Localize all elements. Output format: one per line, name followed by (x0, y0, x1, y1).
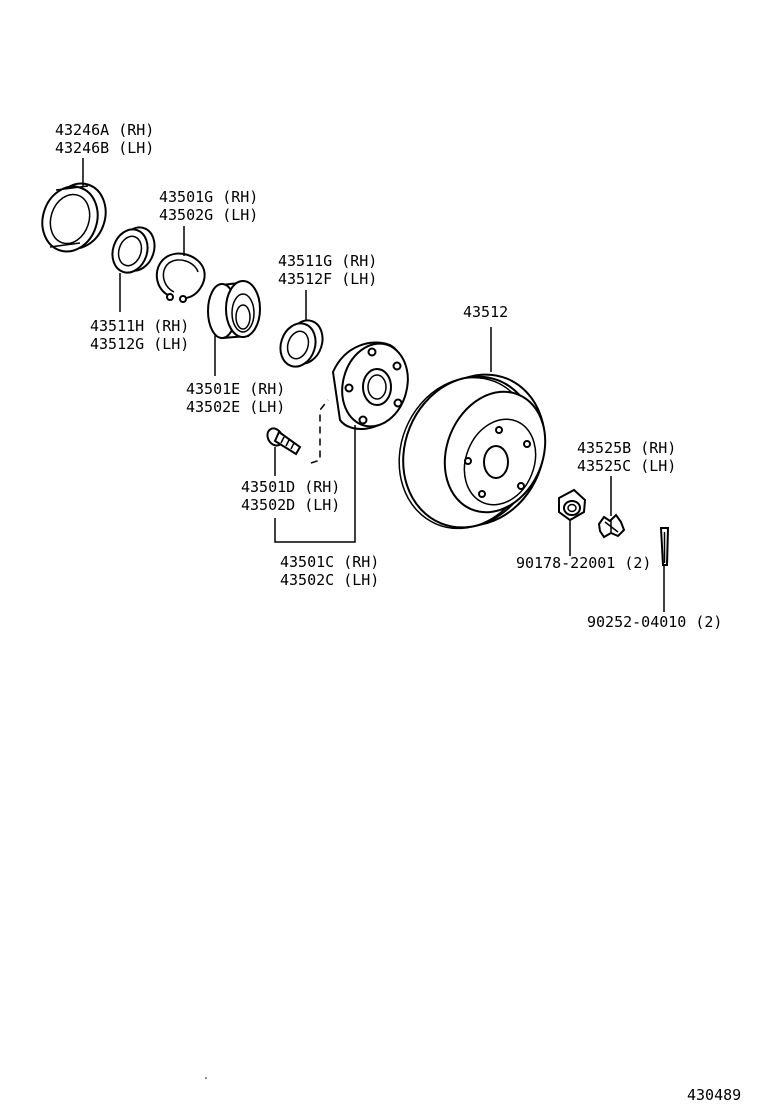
callout-hub-assy: 43501C (RH)43502C (LH) (280, 553, 380, 589)
callout-bearing: 43501E (RH)43502E (LH) (186, 380, 286, 416)
cotter-pin[interactable] (659, 527, 670, 566)
hub-bolt[interactable] (264, 426, 302, 456)
outer-oil-seal[interactable] (34, 176, 114, 258)
hub-bolt-alignment (310, 399, 329, 464)
snap-ring[interactable] (155, 252, 206, 303)
callout-hub-bolt: 43501D (RH)43502D (LH) (241, 478, 341, 514)
callout-inner-seal: 43511H (RH)43512G (LH) (90, 317, 190, 353)
callout-cotter-pin: 90252-04010 (2) (587, 613, 723, 631)
hub-bearing[interactable] (207, 280, 261, 340)
hub-seal-ring[interactable] (275, 316, 328, 371)
nut-lock-cap[interactable] (597, 513, 626, 539)
inner-seal-ring[interactable] (107, 223, 160, 277)
axle-hub[interactable] (331, 336, 417, 434)
callout-hub-seal: 43511G (RH)43512F (LH) (278, 252, 378, 288)
callout-nut: 90178-22001 (2) (516, 554, 652, 572)
callout-disc: 43512 (463, 303, 509, 321)
callout-nut-cap: 43525B (RH)43525C (LH) (577, 439, 677, 475)
callout-outer-seal: 43246A (RH)43246B (LH) (55, 121, 155, 157)
brake-disc[interactable] (377, 354, 567, 548)
hub-nut[interactable] (558, 488, 587, 522)
callout-snap-ring: 43501G (RH)43502G (LH) (159, 188, 259, 224)
diagram-number: 430489 (687, 1086, 742, 1104)
leader-hub-assy (274, 425, 356, 543)
scan-dot (205, 1077, 207, 1079)
